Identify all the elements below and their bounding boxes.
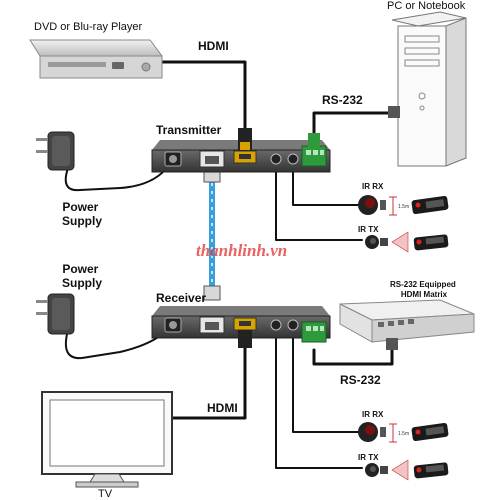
pc-tower-icon — [388, 11, 467, 167]
power-supply-top-line1: Power — [62, 200, 98, 214]
hdmi-label-bottom: HDMI — [207, 401, 238, 415]
ir-tx-cable-top — [275, 164, 363, 241]
power-supply-label-top: Power Supply — [62, 200, 102, 228]
rs232-terminal-transmitter — [301, 145, 327, 167]
hdmi-label-top: HDMI — [198, 39, 229, 53]
ir-beam-bottom — [391, 459, 409, 481]
ir-tx-label-top: IR TX — [358, 225, 379, 234]
hdmi-matrix-icon — [339, 299, 475, 350]
dvd-player-icon — [29, 39, 163, 79]
ir-rx-label-top: IR RX — [362, 182, 384, 191]
remote-control-icon — [413, 234, 449, 251]
ir-beam-top — [391, 231, 409, 253]
transmitter-device — [151, 128, 331, 173]
range-marker-bottom: 1.5m — [389, 423, 409, 443]
matrix-label: RS-232 Equipped HDMI Matrix — [390, 280, 458, 299]
hdmi-cable-top — [150, 60, 247, 130]
power-supply-label-bottom: Power Supply — [62, 262, 102, 290]
ir-receiver-icon — [358, 422, 386, 442]
dvd-player-label: DVD or Blu-ray Player — [34, 21, 143, 33]
matrix-label-line2: HDMI Matrix — [401, 290, 448, 299]
rs232-cable-bottom — [312, 342, 394, 366]
rs232-cable-top — [312, 111, 400, 137]
watermark: thanhlinh.vn — [196, 241, 287, 260]
ir-rx-label-bottom: IR RX — [362, 410, 384, 419]
power-adapter-icon — [36, 131, 75, 171]
transmitter-label: Transmitter — [156, 123, 222, 137]
receiver-device — [151, 306, 331, 348]
remote-control-icon — [413, 462, 449, 479]
receiver-label: Receiver — [156, 291, 206, 305]
tv-icon — [41, 391, 173, 488]
ir-rx-cable-top — [292, 164, 359, 206]
ir-emitter-icon — [365, 235, 388, 249]
rs232-label-top: RS-232 — [322, 93, 363, 107]
range-marker-top: 1.5m — [389, 196, 409, 216]
ir-rx-cable-bottom — [292, 331, 359, 433]
power-cable-bottom — [64, 329, 166, 360]
ir-emitter-icon — [365, 463, 388, 477]
rs232-terminal-receiver — [301, 321, 327, 343]
pc-label: PC or Notebook — [387, 0, 466, 12]
power-adapter-icon — [36, 293, 75, 335]
power-supply-bottom-line1: Power — [62, 262, 98, 276]
rs232-label-bottom: RS-232 — [340, 373, 381, 387]
power-cable-top — [64, 167, 166, 192]
matrix-label-line1: RS-232 Equipped — [390, 280, 456, 289]
power-supply-top-line2: Supply — [62, 214, 102, 228]
power-supply-bottom-line2: Supply — [62, 276, 102, 290]
remote-control-icon — [411, 195, 449, 215]
ir-receiver-icon — [358, 195, 386, 215]
range-label-top: 1.5m — [398, 204, 409, 210]
tv-label: TV — [98, 488, 113, 500]
hdmi-cable-bottom — [170, 333, 247, 420]
ir-tx-label-bottom: IR TX — [358, 453, 379, 462]
ir-tx-cable-bottom — [275, 331, 363, 469]
remote-control-icon — [411, 422, 449, 442]
range-label-bottom: 1.5m — [398, 431, 409, 437]
